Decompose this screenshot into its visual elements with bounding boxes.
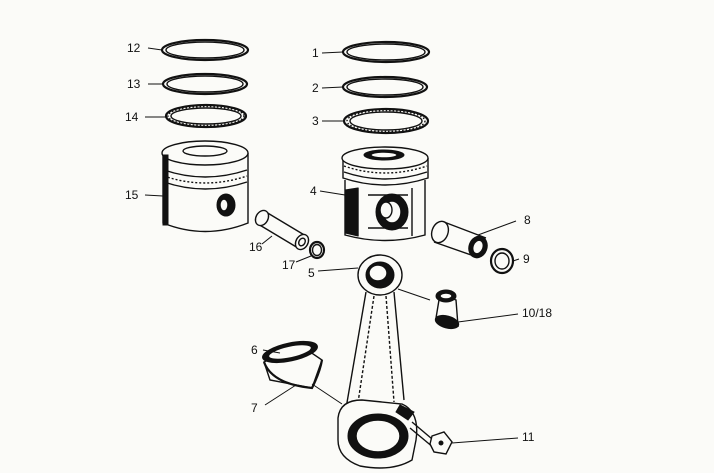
callout-13: 13 (127, 77, 141, 91)
bolt-11 (409, 421, 453, 455)
callout-12: 12 (127, 41, 141, 55)
callout-15: 15 (125, 188, 139, 202)
leader-4 (319, 190, 346, 196)
callout-4: 4 (310, 184, 317, 198)
piston-ring-13 (161, 72, 249, 96)
leader-12 (147, 47, 163, 51)
leader-17 (295, 255, 312, 263)
callout-2: 2 (312, 81, 319, 95)
callout-16: 16 (249, 240, 263, 254)
leader-16 (261, 235, 273, 245)
small-end-bushing-10-18 (434, 289, 460, 330)
leader-5 (317, 267, 359, 272)
connecting-rod-5 (337, 254, 418, 469)
piston-pin-8 (430, 220, 488, 259)
callout-6: 6 (251, 343, 258, 357)
callout-17: 17 (282, 258, 296, 272)
callout-11: 11 (522, 430, 535, 444)
piston-4 (341, 146, 429, 242)
leader-6 (262, 349, 281, 354)
leader-10-18 (457, 313, 519, 323)
leader-11 (451, 437, 519, 444)
oil-control-ring-14 (164, 103, 248, 129)
callout-1: 1 (312, 46, 319, 60)
oil-control-ring-3 (342, 107, 430, 135)
callout-3: 3 (312, 114, 319, 128)
callout-14: 14 (125, 110, 139, 124)
callout-7: 7 (251, 401, 258, 415)
piston-pin-16 (254, 209, 310, 251)
leader-1 (321, 51, 344, 54)
leader-7 (264, 384, 297, 406)
circlip-9 (489, 247, 515, 275)
callout-8: 8 (524, 213, 531, 227)
callout-9: 9 (523, 252, 530, 266)
leader-9 (512, 258, 520, 262)
piston-ring-12 (160, 38, 250, 62)
big-end-bearing-6-7 (262, 340, 324, 390)
leader-8 (477, 220, 517, 236)
callout-5: 5 (308, 266, 315, 280)
leader-rod-bushing (397, 288, 431, 301)
leader-15 (144, 194, 164, 197)
leader-rod-bearing (311, 383, 343, 405)
piston-ring-2 (341, 75, 429, 99)
callout-10-18: 10/18 (522, 306, 553, 320)
circlip-17 (308, 240, 326, 260)
leader-2 (321, 86, 344, 89)
piston-15 (161, 140, 249, 233)
piston-ring-1 (341, 40, 431, 64)
